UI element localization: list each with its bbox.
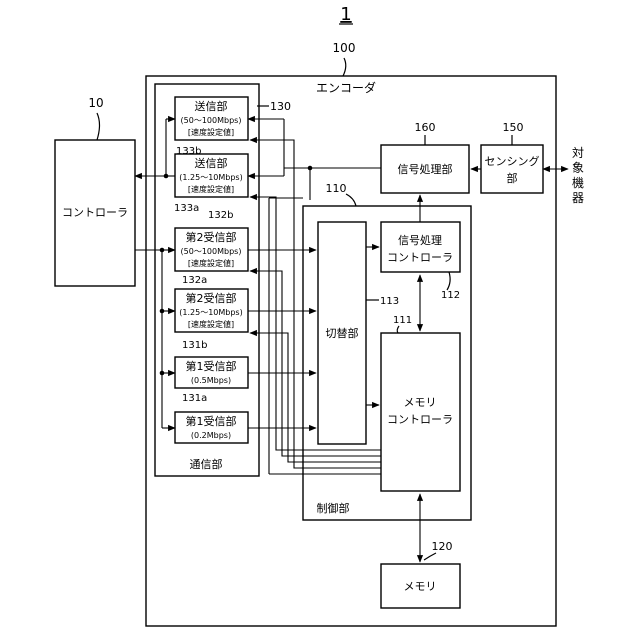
target-device-char-1: 対 [572, 146, 584, 160]
encoder-label: エンコーダ [316, 80, 376, 95]
controller-label: コントローラ [62, 206, 128, 219]
rx2-low-rate: (1.25〜10Mbps) [179, 308, 242, 317]
comm-unit-ref: 130 [270, 100, 291, 113]
tx-high-title: 送信部 [195, 99, 228, 113]
signal-proc-controller-line1: 信号処理 [398, 234, 442, 247]
memory-label: メモリ [404, 580, 437, 593]
rx1-low-title: 第1受信部 [186, 414, 237, 428]
switch-unit-ref: 113 [380, 296, 399, 307]
tx-high-setting: [速度設定値] [188, 127, 234, 137]
target-device-char-2: 象 [572, 161, 584, 175]
target-device-char-3: 機 [572, 175, 584, 190]
memory-controller-line2: コントローラ [387, 413, 453, 426]
rx-junction-1 [160, 248, 165, 253]
encoder-ref: 100 [333, 41, 356, 55]
controller-leader [97, 113, 100, 140]
tx-junction [164, 174, 169, 179]
rx1-low-rate: (0.2Mbps) [191, 431, 231, 440]
signal-processor-ref: 160 [415, 121, 436, 134]
rx1-high-title: 第1受信部 [186, 359, 237, 373]
signal-proc-controller-line2: コントローラ [387, 251, 453, 264]
encoder-leader [343, 58, 346, 76]
rx1-high-rate: (0.5Mbps) [191, 376, 231, 385]
rx2-low-ref: 132a [182, 275, 207, 286]
rx-junction-3 [160, 371, 165, 376]
memory-controller-ref: 111 [393, 315, 412, 326]
switch-unit-label: 切替部 [326, 326, 359, 340]
sensing-unit-line2: 部 [507, 171, 518, 185]
control-unit-ref: 110 [326, 182, 347, 195]
rx2-low-title: 第2受信部 [186, 291, 237, 305]
tx-high-rate: (50〜100Mbps) [181, 116, 242, 125]
figure-number: 1 [340, 4, 351, 25]
rx2-high-title: 第2受信部 [186, 230, 237, 244]
sensing-unit-line1: センシング [485, 154, 540, 168]
sensing-unit-ref: 150 [503, 121, 524, 134]
rx2-high-ref: 132b [208, 210, 233, 221]
sensing-unit-box [481, 145, 543, 193]
controller-ref: 10 [88, 96, 103, 110]
rx2-high-rate: (50〜100Mbps) [181, 247, 242, 256]
memory-controller-line1: メモリ [404, 396, 437, 409]
control-unit-label: 制御部 [317, 501, 350, 515]
signal-proc-controller-ref: 112 [441, 290, 460, 301]
rx1-high-ref: 131b [182, 340, 207, 351]
tx-low-setting: [速度設定値] [188, 184, 234, 194]
tx-low-title: 送信部 [195, 156, 228, 170]
signal-proc-controller-box [381, 222, 460, 272]
rx2-low-setting: [速度設定値] [188, 319, 234, 329]
tx-low-rate: (1.25〜10Mbps) [179, 173, 242, 182]
rx-junction-2 [160, 309, 165, 314]
rx1-low-ref: 131a [182, 393, 207, 404]
comm-unit-label: 通信部 [190, 457, 223, 471]
target-device-char-4: 器 [572, 191, 584, 205]
memory-controller-box [381, 333, 460, 491]
rx2-high-setting: [速度設定値] [188, 258, 234, 268]
signal-processor-label: 信号処理部 [398, 162, 453, 176]
tx-low-ref: 133a [174, 203, 199, 214]
memory-ref: 120 [432, 540, 453, 553]
